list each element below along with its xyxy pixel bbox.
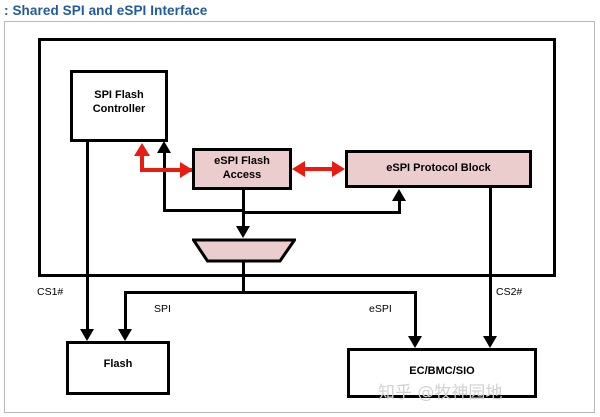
signal-label-cs1: CS1# (37, 286, 64, 298)
arrowhead-cs2-into-ec (483, 336, 497, 348)
mux-trapezoid[interactable] (192, 238, 296, 263)
red-wire-bidirectional (303, 167, 336, 171)
block-spi-flash-controller[interactable]: SPI Flash Controller (70, 70, 168, 142)
wire-mux-feedback-horizontal (163, 209, 245, 212)
block-espi-flash-access[interactable]: eSPI Flash Access (192, 148, 292, 190)
red-arrowhead-right (332, 161, 345, 177)
arrowhead-spi-into-flash (118, 329, 132, 341)
mux-shape (192, 238, 296, 263)
wire-flash-access-to-mux (242, 190, 245, 226)
block-espi-protocol-block[interactable]: eSPI Protocol Block (345, 150, 532, 188)
arrowhead-espi-into-ec (408, 336, 422, 348)
block-label-line1: Flash (103, 358, 133, 370)
red-wire-vertical (140, 155, 144, 171)
block-label-line1: EC/BMC/SIO (409, 365, 475, 377)
wire-cs2 (489, 188, 492, 336)
wire-mux-to-protocol-vertical (398, 200, 401, 212)
wire-espi-branch (414, 291, 417, 336)
arrowhead-into-mux (236, 226, 250, 238)
red-arrowhead-into-flash-access (180, 162, 193, 178)
red-arrowhead-into-spi-flash-controller (134, 143, 150, 156)
wire-mux-to-protocol-horizontal (243, 211, 401, 214)
block-flash[interactable]: Flash (66, 341, 170, 395)
block-label-line1: eSPI Protocol Block (386, 162, 491, 175)
arrowhead-into-spi-flash-controller (157, 141, 171, 153)
signal-label-espi: eSPI (369, 303, 392, 315)
wire-mux-output (242, 262, 245, 294)
wire-mux-feedback-vertical (163, 152, 166, 210)
signal-label-spi: SPI (154, 303, 171, 315)
wire-spi-branch (124, 291, 127, 329)
block-label-line1: SPI Flash (94, 89, 144, 101)
red-wire-horizontal (140, 168, 194, 172)
page-title: : Shared SPI and eSPI Interface (4, 3, 208, 18)
wire-cs1 (86, 278, 89, 329)
red-arrowhead-left (292, 161, 305, 177)
block-ec-bmc-sio[interactable]: EC/BMC/SIO (347, 348, 537, 398)
wire-main-bus (124, 291, 416, 294)
soc-boundary-frame (38, 38, 556, 277)
arrowhead-cs1-into-flash (80, 329, 94, 341)
block-label-line1: eSPI Flash (214, 155, 270, 168)
arrowhead-into-espi-protocol-block (392, 189, 406, 201)
signal-label-cs2: CS2# (496, 286, 523, 298)
block-label-line2: Controller (92, 102, 146, 115)
block-label-line2: Access (222, 169, 262, 181)
wire-controller-to-cs1 (86, 142, 89, 278)
